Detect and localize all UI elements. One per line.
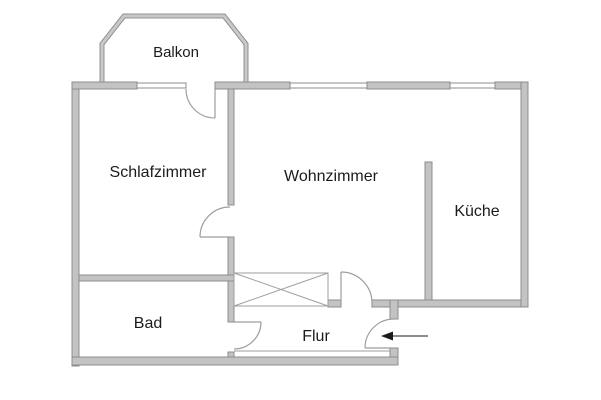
room-label-bad: Bad	[134, 315, 162, 332]
top-wall-segment-1	[71, 81, 138, 90]
room-label-kueche: Küche	[454, 203, 499, 220]
wohnzimmer-flur-wall-right	[371, 299, 391, 308]
schlafzimmer-wohnzimmer-wall-lower	[227, 236, 235, 276]
bad-schlafzimmer-wall	[78, 274, 235, 282]
schlafzimmer-window	[136, 82, 187, 89]
kueche-window	[449, 82, 496, 89]
interior-walls	[78, 88, 433, 358]
outer-walls	[71, 81, 529, 367]
shaft-box	[233, 272, 329, 307]
entrance-jamb-lower	[389, 347, 399, 358]
wohnzimmer-flur-wall-left	[327, 299, 342, 308]
bad-flur-wall-upper	[227, 280, 235, 323]
room-labels: Balkon Schlafzimmer Wohnzimmer Küche Bad…	[110, 44, 500, 345]
windows	[136, 82, 496, 89]
bad-door	[233, 321, 262, 350]
shaft-diagonal-2	[233, 272, 329, 307]
kueche-divider-wall	[424, 161, 433, 301]
doors	[185, 88, 395, 350]
schlafzimmer-wohnzimmer-wall-upper	[227, 88, 235, 206]
wohnzimmer-door	[340, 271, 373, 304]
entrance-door	[364, 318, 395, 349]
schlafzimmer-door	[199, 206, 231, 238]
balcony-wall-fill	[100, 14, 248, 84]
entrance-arrow-head	[381, 331, 393, 341]
left-wall	[71, 81, 80, 367]
room-label-balkon: Balkon	[153, 44, 199, 61]
room-label-flur: Flur	[302, 328, 330, 345]
bottom-wall	[71, 356, 399, 366]
kueche-bottom-wall	[389, 299, 522, 308]
balcony-door	[185, 88, 216, 119]
entrance-arrow-icon	[381, 331, 428, 341]
bad-flur-wall-lower	[227, 351, 235, 358]
top-wall-segment-2	[214, 81, 291, 90]
balcony-walls	[99, 13, 249, 84]
wohnzimmer-window	[289, 82, 368, 89]
right-wall	[520, 81, 529, 308]
entrance-jamb-upper	[389, 299, 399, 320]
room-label-wohnzimmer: Wohnzimmer	[284, 168, 379, 185]
room-label-schlafzimmer: Schlafzimmer	[110, 164, 208, 181]
top-wall-segment-3	[366, 81, 451, 90]
